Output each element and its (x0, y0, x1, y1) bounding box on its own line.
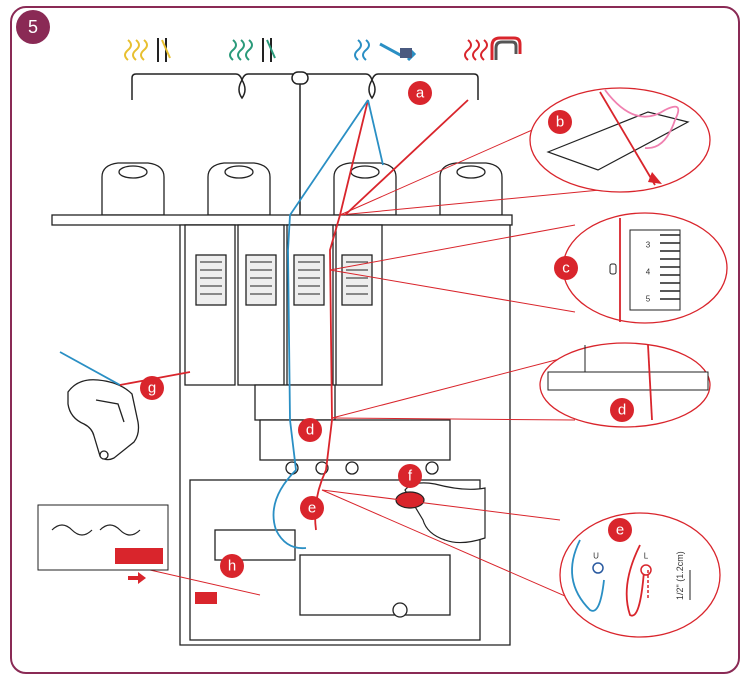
thread-chart-green-icon (229, 38, 276, 62)
callout-e-main: e (300, 496, 324, 520)
needle-mark-upper: U (593, 552, 599, 561)
zoom-detail-b (529, 87, 711, 193)
callout-f: f (398, 464, 422, 488)
dial-number-3: 3 (646, 241, 651, 250)
svg-text:d: d (306, 422, 314, 439)
dial-number-5: 5 (646, 295, 651, 304)
hand-pressing-button (395, 482, 486, 544)
callout-d-main: d (298, 418, 322, 442)
thread-spools (101, 162, 503, 216)
dial-number-4: 4 (646, 268, 651, 277)
serger-machine-body (51, 214, 513, 646)
needle-mark-lower: L (644, 552, 649, 561)
zoom-detail-d (539, 342, 711, 428)
presser-foot-part (67, 379, 140, 461)
callout-e-zoom: e (608, 518, 632, 542)
thread-stand (131, 71, 479, 215)
svg-text:g: g (148, 380, 156, 397)
callout-b: b (548, 110, 572, 134)
callout-a: a (408, 81, 432, 105)
callout-c: c (554, 256, 578, 280)
thread-chart-red-icon (464, 36, 522, 61)
thread-chart-blue-icon (354, 39, 417, 62)
callout-d-zoom: d (610, 398, 634, 422)
measurement-label: 1/2" (1.2cm) (675, 551, 685, 600)
svg-text:e: e (308, 500, 316, 517)
zoom-detail-c: 3 4 5 (562, 212, 728, 324)
svg-text:h: h (228, 558, 236, 575)
step-number-badge: 5 (16, 10, 50, 44)
callout-g: g (140, 376, 164, 400)
zoom-detail-e: U L 1/2" (1.2cm) (559, 512, 721, 638)
inset-detail-h (37, 504, 217, 604)
svg-text:b: b (556, 114, 564, 131)
svg-text:f: f (408, 468, 413, 485)
callout-h: h (220, 554, 244, 578)
svg-text:e: e (616, 522, 624, 539)
svg-text:d: d (618, 402, 626, 419)
svg-text:a: a (416, 85, 425, 102)
svg-text:c: c (562, 260, 570, 277)
thread-chart-yellow-icon (124, 38, 171, 62)
